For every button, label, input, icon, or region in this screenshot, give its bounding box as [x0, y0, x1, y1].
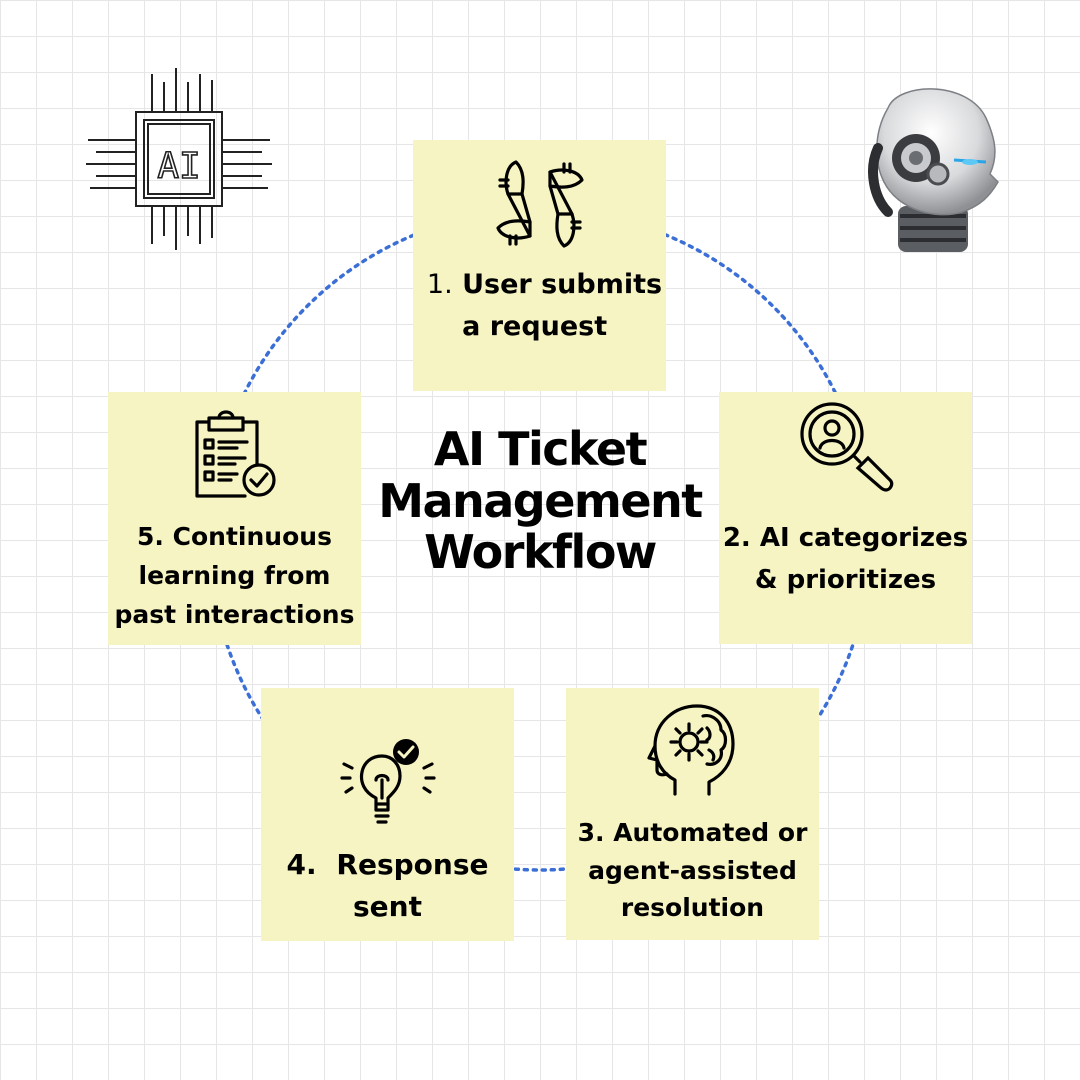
- step-card-ai-categorizes: 2. AI categorizes & prioritizes: [719, 392, 972, 644]
- chip-label: AI: [157, 146, 200, 187]
- user-search-icon: [799, 402, 893, 492]
- step-5-number: 5.: [137, 522, 164, 551]
- teamwork-hands-icon: [495, 160, 584, 248]
- step-card-user-submits: 1. User submits a request: [413, 140, 666, 391]
- step-3-label: Automated or agent-assisted resolution: [588, 818, 808, 922]
- step-4-label: Response sent: [336, 848, 489, 923]
- ai-chip-icon: AI: [86, 68, 272, 250]
- step-4-number: 4.: [286, 848, 317, 881]
- lightbulb-check-icon: [339, 739, 436, 824]
- step-3-number: 3.: [577, 818, 605, 847]
- robot-head-icon: [868, 88, 999, 252]
- step-card-continuous-learning: 5. Continuous learning from past interac…: [108, 392, 361, 645]
- clipboard-check-icon: [194, 410, 276, 498]
- step-2-number: 2.: [722, 523, 751, 553]
- diagram-title: AI Ticket Management Workflow: [378, 422, 703, 580]
- step-card-resolution: 3. Automated or agent-assisted resolutio…: [566, 688, 819, 940]
- step-1-label: User submits a request: [462, 269, 663, 342]
- step-1-number: 1.: [426, 269, 453, 300]
- brain-gear-icon: [646, 704, 735, 796]
- step-5-label: Continuous learning from past interactio…: [114, 522, 355, 629]
- step-2-label: AI categorizes & prioritizes: [754, 523, 969, 595]
- step-card-response-sent: 4. Response sent: [261, 688, 514, 941]
